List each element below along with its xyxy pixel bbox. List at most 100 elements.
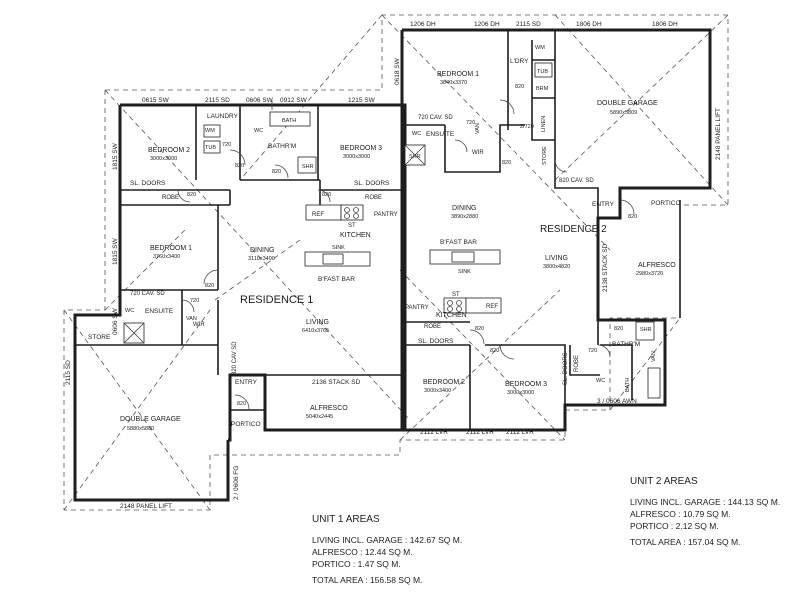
u2-door-820d: 820	[475, 326, 484, 332]
u2-shower	[635, 321, 655, 341]
u2-cav-label: 720 CAV. SD	[418, 115, 453, 121]
u1-laundry-label: LAUNDRY	[207, 113, 239, 120]
u2-door-820f: 820	[614, 326, 623, 332]
unit2-area-total: TOTAL AREA : 157.04 SQ M.	[630, 537, 741, 548]
u2-wir-label: WIR	[472, 150, 484, 156]
u1-cav820-label: 820 CAV SD	[232, 341, 238, 375]
u2-bedroom1-name: BEDROOM 1	[437, 71, 479, 78]
u1-bedroom2-size: 3000x3000	[150, 156, 177, 162]
u2-sink-label: SINK	[458, 269, 471, 275]
u1-shr-label: SHR	[302, 164, 314, 170]
unit1-labels: RESIDENCE 1 BEDROOM 2 3000x3000 BEDROOM …	[65, 97, 398, 510]
u2-garage-name: DOUBLE GARAGE	[597, 100, 658, 107]
u1-kitchen-label: KITCHEN	[340, 232, 371, 239]
u1-wm-label: WM	[205, 128, 215, 134]
u1-shower	[297, 156, 317, 174]
u2-living-size: 3800x4820	[543, 264, 570, 270]
u1-dim-0912: 0912 SW	[280, 97, 308, 104]
u1-robe-2: ROBE	[365, 195, 382, 201]
u1-sl-doors-2: SL. DOORS	[354, 180, 390, 187]
unit1-areas-title: UNIT 1 AREAS	[312, 514, 380, 525]
u1-dim-left0606: 0606 SW	[112, 307, 119, 335]
u2-tub-box	[534, 62, 553, 78]
u1-door-820d: 820	[322, 192, 331, 198]
u1-dim-2115: 2115 SD	[205, 97, 230, 104]
u2-alfresco-name: ALFRESCO	[638, 262, 676, 269]
u1-dim-lift: 2148 PANEL LIFT	[120, 503, 172, 510]
u1-door-820a: 820	[235, 163, 244, 169]
u1-dim-0606: 0606 SW	[246, 97, 274, 104]
u1-wc2-label: WC	[125, 308, 134, 314]
u1-bedroom3-name: BEDROOM 3	[340, 145, 382, 152]
u1-wir-label: WIR	[193, 322, 205, 328]
u2-kitchen-label: KITCHEN	[436, 312, 467, 319]
u1-bfast-label: B'FAST BAR	[318, 276, 355, 283]
u2-brm-label: BRM	[536, 86, 549, 92]
u1-door-820e: 820	[205, 283, 214, 289]
u2-wc2-label: WC	[596, 378, 605, 384]
u2-ref-label: REF	[486, 304, 498, 310]
u1-door-820c: 820	[187, 192, 196, 198]
u1-bathroom-label: BATHR'M	[268, 143, 296, 150]
u1-tub-label: TUB	[205, 145, 216, 151]
u2-st-label: ST	[452, 292, 460, 298]
u2-dim-lvr3: 2112 LVR	[506, 429, 534, 436]
u1-dim-sd2115: 2115 SD	[65, 360, 72, 385]
u1-sl-doors-1: SL. DOORS	[130, 180, 166, 187]
u2-robe2-label: ROBE	[574, 355, 580, 372]
u1-dim-stack: 2136 STACK SD	[312, 379, 361, 386]
u2-dim-lvr2: 2112 LVR	[466, 429, 494, 436]
u1-sink-label: SINK	[332, 245, 345, 251]
u2-pantry-label: PANTRY	[405, 305, 429, 311]
u2-portico-label: PORTICO	[651, 200, 681, 207]
door-swings	[177, 99, 635, 410]
u1-dim-1215: 1215 SW	[348, 97, 376, 104]
u2-shr-label: SHR	[409, 154, 421, 160]
u1-pantry-label: PANTRY	[374, 212, 398, 218]
u2-dim-awn: 3 / 0606 AWN	[597, 398, 637, 405]
u2-bfast-label: B'FAST BAR	[440, 239, 477, 246]
u2-bedroom1-size: 3840x3370	[440, 80, 467, 86]
u2-bedroom2-name: BEDROOM 2	[423, 379, 465, 386]
u2-door-820a: 820	[515, 84, 524, 90]
u1-ref-label: REF	[312, 212, 324, 218]
fixtures	[123, 62, 661, 399]
eave-outlines	[63, 14, 729, 511]
u2-sink	[451, 251, 475, 263]
u1-store-label: STORE	[88, 334, 111, 341]
unit2-walls	[400, 28, 712, 432]
u2-van-label: VAN	[475, 123, 481, 134]
u2-bathroom-label: BATHR'M	[612, 341, 640, 348]
u2-bath-label: BATH	[625, 378, 631, 392]
u2-dim-sd: 2115 SD	[516, 21, 541, 28]
u2-door-2720: 2/720	[520, 124, 534, 130]
u2-door-720a: 720	[466, 120, 475, 126]
unit2-area-portico: PORTICO : 2.12 SQ M.	[630, 521, 719, 532]
u2-dim-dh3: 1806 DH	[576, 21, 602, 28]
u1-living-name: LIVING	[306, 319, 329, 326]
u2-wm-label: WM	[535, 45, 545, 51]
u1-bedroom1-name: BEDROOM 1	[150, 245, 192, 252]
u2-dim-lvr1: 2112 LVR	[420, 429, 448, 436]
u1-garage-name: DOUBLE GARAGE	[120, 416, 181, 423]
u2-dim-stack: 2138 STACK SD	[602, 243, 609, 292]
u1-door-720b: 720	[190, 298, 199, 304]
u1-bedroom2-name: BEDROOM 2	[148, 147, 190, 154]
u1-st-label: ST	[348, 223, 356, 229]
unit1-areas: UNIT 1 AREAS LIVING INCL. GARAGE : 142.6…	[312, 513, 462, 587]
u2-ref-box	[465, 297, 502, 314]
u2-sl-doors-1: SL. DOORS	[418, 338, 454, 345]
u2-door-820b: 820	[502, 160, 511, 166]
u1-dim-left1815b: 1815 SW	[112, 237, 119, 265]
u1-wm-box	[203, 124, 221, 138]
u1-door-820f: 820	[237, 401, 246, 407]
u1-garage-size: 5880x5880	[127, 426, 154, 432]
u2-bath-tub	[647, 367, 661, 399]
unit1-area-portico: PORTICO : 1.47 SQ M.	[312, 559, 401, 570]
u2-cav820-label: 820 CAV. SD	[559, 178, 594, 184]
u1-dining-name: DINING	[250, 247, 275, 254]
u2-sl-doors-2: SL. DOORS	[563, 352, 569, 385]
unit2-area-living: LIVING INCL. GARAGE : 144.13 SQ M.	[630, 496, 781, 507]
unit1-area-alfresco: ALFRESCO : 12.44 SQ M.	[312, 546, 413, 557]
